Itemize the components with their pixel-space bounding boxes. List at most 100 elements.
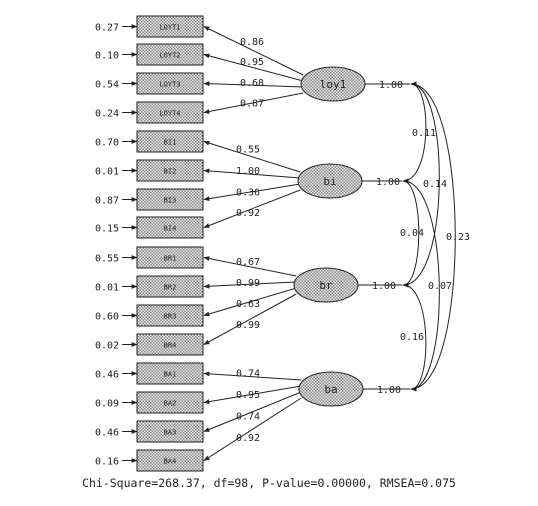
loading-path <box>203 92 304 114</box>
error-variance-label: 0.87 <box>95 196 119 207</box>
loading-path <box>203 397 302 461</box>
indicator-box <box>136 449 204 472</box>
loading-label: 0.92 <box>236 208 260 219</box>
covariance-label: 0.07 <box>428 281 452 292</box>
covariance-layer <box>402 81 456 392</box>
indicator-label: LOYT3 <box>159 81 180 89</box>
loading-path <box>203 287 297 317</box>
loading-label: 0.99 <box>236 278 260 289</box>
indicator-label: BA2 <box>164 400 177 408</box>
error-variance-label: 0.10 <box>95 51 119 62</box>
latent-label: ba <box>324 383 337 396</box>
indicator-label: BI1 <box>164 139 177 147</box>
loading-path <box>203 183 301 202</box>
indicator-label: BR2 <box>164 284 177 292</box>
loading-label: 0.67 <box>236 257 260 268</box>
error-variance-label: 0.27 <box>95 23 119 34</box>
loading-label: 1.00 <box>236 166 260 177</box>
error-variance-label: 0.01 <box>95 167 119 178</box>
indicator-label: LOYT2 <box>159 52 180 60</box>
covariance-label: 0.23 <box>446 232 470 243</box>
indicator-label: BR3 <box>164 313 177 321</box>
indicator-box <box>136 333 204 356</box>
latent-ellipse <box>298 371 364 407</box>
indicator-label: LOYT4 <box>159 110 180 118</box>
variance-label: 1.00 <box>376 177 400 188</box>
loading-path <box>203 140 301 173</box>
covariance-arc <box>410 81 456 392</box>
indicator-label: BR4 <box>164 342 177 350</box>
error-variance-label: 0.54 <box>95 80 119 91</box>
loading-label: 0.74 <box>236 412 260 423</box>
covariance-label: 0.04 <box>400 228 424 239</box>
indicator-box <box>136 101 204 124</box>
latent-label: loy1 <box>320 78 347 91</box>
indicator-box <box>136 15 204 38</box>
covariance-label: 0.14 <box>423 179 447 190</box>
indicator-box <box>136 420 204 443</box>
loading-label: 0.63 <box>236 299 260 310</box>
error-variance-label: 0.60 <box>95 312 119 323</box>
loading-label: 0.99 <box>236 320 260 331</box>
loading-path <box>203 371 302 381</box>
covariance-arc <box>402 178 440 392</box>
error-variance-label: 0.55 <box>95 254 119 265</box>
indicator-label: BI3 <box>164 197 177 205</box>
node-layer: 0.27 LOYT1 0.86 0.10 LOYT2 0.95 0.54 LOYT3 0.68 0… <box>95 15 470 472</box>
variance-label: 1.00 <box>372 281 396 292</box>
indicator-box <box>136 159 204 182</box>
indicator-label: BI4 <box>164 225 177 233</box>
loading-path <box>203 26 304 76</box>
loading-path <box>203 293 297 345</box>
loading-label: 0.36 <box>236 187 260 198</box>
indicator-label: LOYT1 <box>159 24 180 32</box>
loading-path <box>203 281 297 289</box>
error-variance-label: 0.02 <box>95 341 119 352</box>
indicator-box <box>136 275 204 298</box>
loading-path <box>203 168 301 179</box>
covariance-label: 0.11 <box>412 128 436 139</box>
latent-label: br <box>319 279 333 292</box>
loading-label: 0.87 <box>240 98 264 109</box>
error-variance-label: 0.09 <box>95 399 119 410</box>
loading-path <box>203 53 304 82</box>
indicator-label: BA3 <box>164 429 177 437</box>
latent-ellipse <box>293 267 359 303</box>
latent-label: bi <box>323 175 336 188</box>
loading-label: 0.95 <box>236 390 260 401</box>
indicator-label: BR1 <box>164 255 177 263</box>
indicator-box <box>136 362 204 385</box>
latent-ellipse <box>297 163 363 199</box>
loading-label: 0.55 <box>236 145 260 156</box>
indicator-label: BI2 <box>164 168 177 176</box>
path-layer <box>122 24 410 463</box>
loading-path <box>203 81 304 88</box>
error-variance-label: 0.16 <box>95 457 119 468</box>
error-variance-label: 0.46 <box>95 428 119 439</box>
indicator-box <box>136 130 204 153</box>
loading-label: 0.95 <box>240 57 264 68</box>
indicator-box <box>136 246 204 269</box>
loading-label: 0.86 <box>240 37 264 48</box>
error-variance-label: 0.01 <box>95 283 119 294</box>
error-variance-label: 0.24 <box>95 109 119 120</box>
covariance-arc <box>402 282 427 392</box>
covariance-arc <box>402 81 440 288</box>
error-variance-label: 0.46 <box>95 370 119 381</box>
error-variance-label: 0.15 <box>95 224 119 235</box>
loading-path <box>203 385 302 404</box>
loading-label: 0.92 <box>236 433 260 444</box>
indicator-box <box>136 188 204 211</box>
fit-statistics: Chi-Square=268.37, df=98, P-value=0.0000… <box>82 476 456 490</box>
indicator-box <box>136 216 204 239</box>
latent-ellipse <box>300 66 366 102</box>
indicator-box <box>136 391 204 414</box>
indicator-label: BA1 <box>164 371 177 379</box>
loading-path <box>203 189 301 228</box>
loading-label: 0.68 <box>240 78 264 89</box>
error-variance-label: 0.70 <box>95 138 119 149</box>
indicator-box <box>136 304 204 327</box>
indicator-label: BA4 <box>164 458 177 466</box>
covariance-label: 0.16 <box>400 332 424 343</box>
